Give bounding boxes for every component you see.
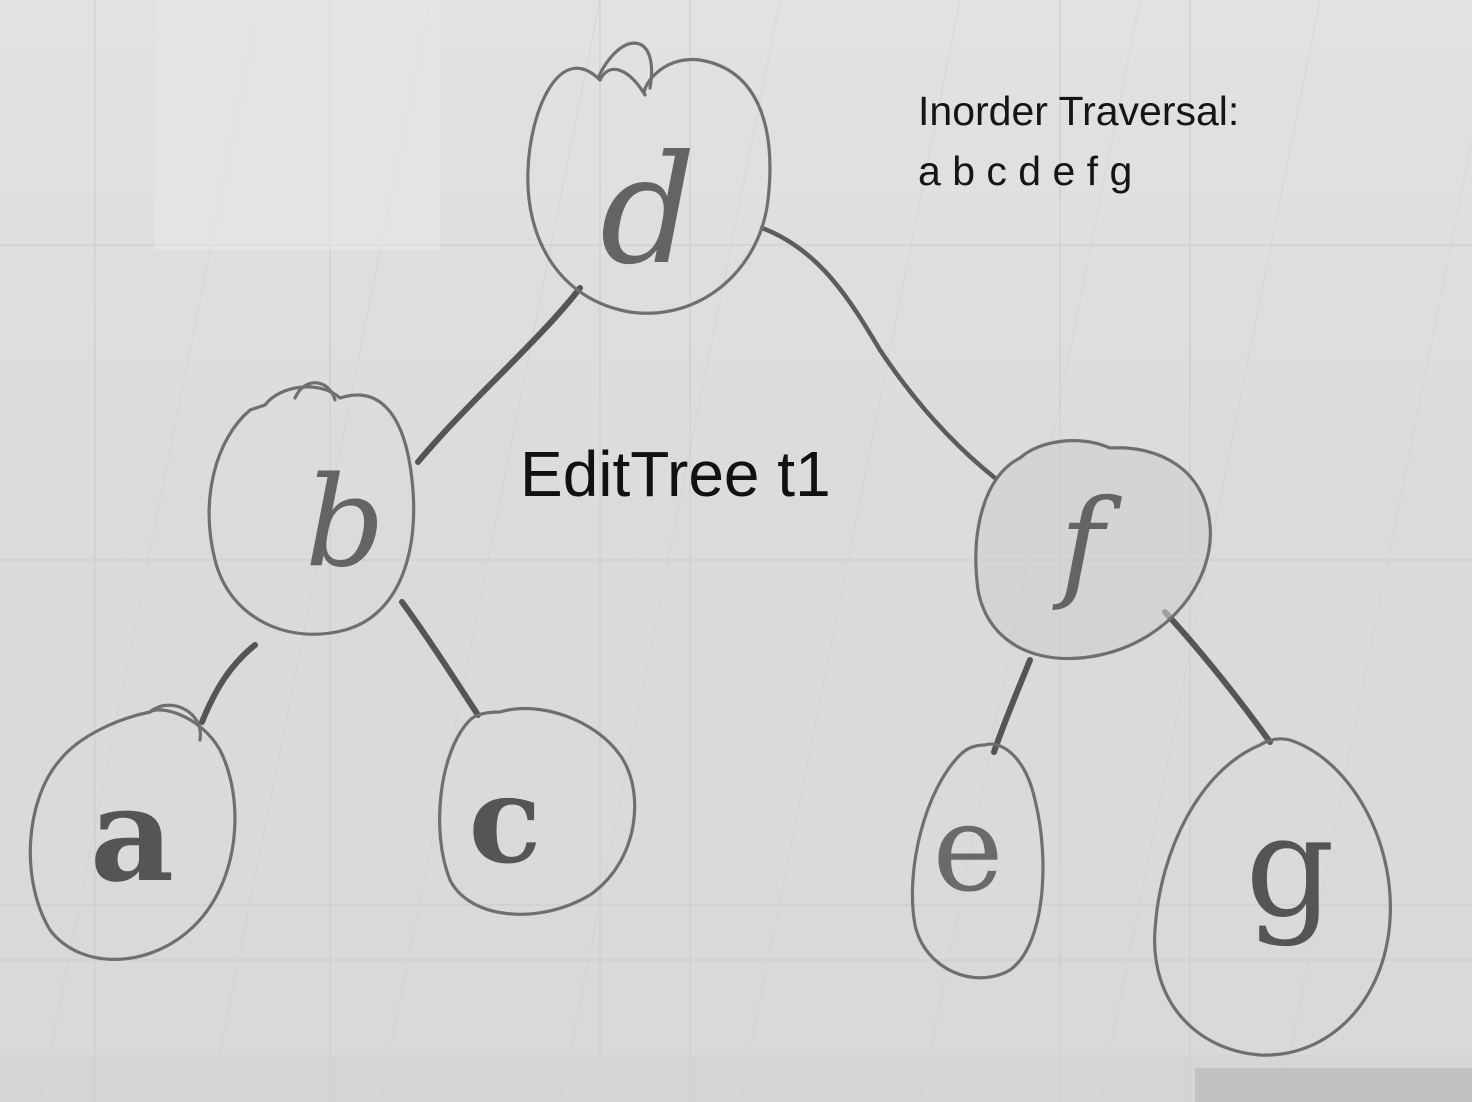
node-label-g: g: [1245, 786, 1335, 949]
node-label-a: a: [90, 758, 174, 911]
node-label-e: e: [932, 780, 1003, 919]
pasted-paper-patch: [155, 0, 440, 250]
edge-d-f: [759, 225, 998, 481]
edge-f-g: [1162, 609, 1273, 745]
edge-b-c: [399, 599, 481, 718]
edge-d-b: [415, 285, 583, 465]
tree-node-g: g: [1153, 737, 1392, 1057]
tree-node-d: d: [526, 41, 772, 315]
tree-node-b: b: [207, 381, 416, 636]
node-label-c: c: [468, 750, 541, 891]
tree-node-e: e: [910, 742, 1045, 980]
tree-node-f: f: [974, 439, 1212, 661]
tree-node-c: c: [437, 706, 637, 916]
tree-node-a: a: [28, 703, 237, 961]
traversal-title: Inorder Traversal:: [918, 88, 1240, 134]
traversal-label-block: Inorder Traversal: a b c d e f g: [918, 88, 1239, 194]
node-label-d: d: [600, 124, 696, 298]
traversal-sequence: a b c d e f g: [918, 148, 1133, 194]
tree-edges: [199, 225, 1273, 755]
node-label-b: b: [305, 450, 385, 595]
edge-b-a: [199, 642, 258, 725]
tree-title: EditTree t1: [520, 438, 831, 510]
edge-f-e: [991, 657, 1033, 755]
